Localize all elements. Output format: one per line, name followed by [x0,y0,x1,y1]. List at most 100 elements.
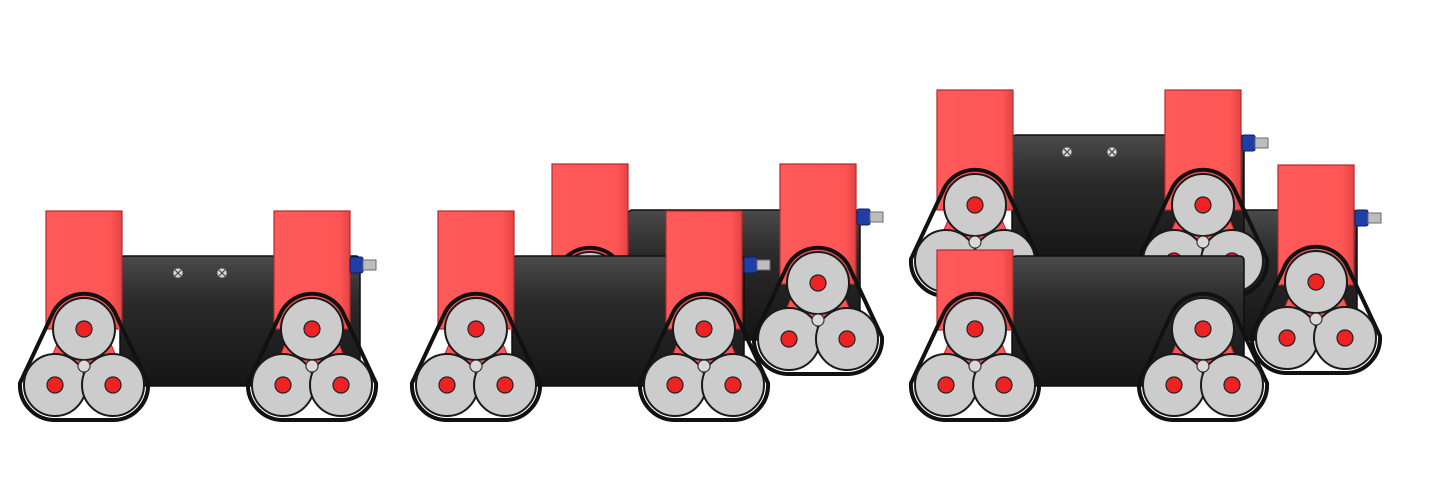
wheel-hub [966,196,984,214]
wheel-top [280,297,344,361]
module [17,210,379,422]
wheel-bottom-left [415,353,479,417]
wheel-hub [666,376,684,394]
wheel-top [672,297,736,361]
wheel-hub [1223,376,1241,394]
connector-housing [1354,209,1369,227]
wheel-hub [1165,376,1183,394]
connector-housing [856,208,871,226]
track-wheel-unit [751,245,885,376]
screw-slot [1108,148,1116,156]
track-belt [1136,291,1270,422]
wheel-bottom-right [309,353,373,417]
wheel-hub [75,320,93,338]
idler-pulley [77,359,91,373]
track-belt [17,291,151,422]
wheel-top [943,297,1007,361]
idler-pulley [1196,235,1210,249]
wheel-hub [104,376,122,394]
wheel-top [786,251,850,315]
phillips-screw-icon [216,267,228,279]
wheel-hub [1194,196,1212,214]
idler-pulley [968,235,982,249]
wheel-bottom-right [473,353,537,417]
track-belt [751,245,885,376]
phillips-screw-icon [1061,146,1073,158]
wheel-hub [1336,329,1354,347]
wheel-bottom-right [1313,306,1377,370]
idler-pulley [1309,312,1323,326]
screw-slot [218,269,226,277]
wheel-bottom-left [1142,353,1206,417]
module-front [409,210,771,422]
wheel-top [943,173,1007,237]
idler-pulley [305,359,319,373]
wheel-hub [1194,320,1212,338]
wheel-hub [995,376,1013,394]
wheel-bottom-right [701,353,765,417]
wheel-bottom-left [23,353,87,417]
wheel-hub [46,376,64,394]
wheel-hub [303,320,321,338]
track-belt [637,291,771,422]
track-belt [409,291,543,422]
track-wheel-unit [17,291,151,422]
connector-housing [743,256,758,274]
track-belt [908,291,1042,422]
connector-pin [1367,212,1382,224]
wheel-hub [467,320,485,338]
wheel-hub [1307,273,1325,291]
wheel-hub [274,376,292,394]
wheel-top [1171,297,1235,361]
wheel-bottom-left [1255,306,1319,370]
panel-two-module-chain [409,163,885,422]
wheel-hub [695,320,713,338]
connector-plug-icon [1241,134,1269,152]
track-wheel-unit [245,291,379,422]
track-wheel-unit [1136,291,1270,422]
connector-pin [1254,137,1269,149]
wheel-bottom-left [251,353,315,417]
wheel-top [1284,250,1348,314]
connector-housing [1241,134,1256,152]
module-front-left [908,249,1270,422]
track-wheel-unit [908,291,1042,422]
wheel-top [1171,173,1235,237]
connector-plug-icon [349,256,377,274]
phillips-screw-icon [172,267,184,279]
idler-pulley [469,359,483,373]
connector-plug-icon [856,208,884,226]
idler-pulley [968,359,982,373]
wheel-hub [496,376,514,394]
track-wheel-unit [1249,244,1383,375]
track-wheel-unit [637,291,771,422]
wheel-top [52,297,116,361]
wheel-bottom-right [972,353,1036,417]
wheel-bottom-right [815,307,879,371]
wheel-hub [838,330,856,348]
red-arm [437,210,515,330]
screw-slot [174,269,182,277]
wheel-hub [937,376,955,394]
panel-four-module-array [908,89,1383,422]
wheel-hub [724,376,742,394]
wheel-hub [332,376,350,394]
track-wheel-unit [409,291,543,422]
wheel-hub [438,376,456,394]
wheel-bottom-right [81,353,145,417]
idler-pulley [697,359,711,373]
wheel-bottom-left [757,307,821,371]
idler-pulley [1196,359,1210,373]
idler-pulley [811,313,825,327]
connector-pin [362,259,377,271]
connector-plug-icon [743,256,771,274]
connector-pin [869,211,884,223]
wheel-top [444,297,508,361]
track-belt [1249,244,1383,375]
wheel-bottom-left [643,353,707,417]
track-belt [245,291,379,422]
wheel-hub [966,320,984,338]
connector-pin [756,259,771,271]
